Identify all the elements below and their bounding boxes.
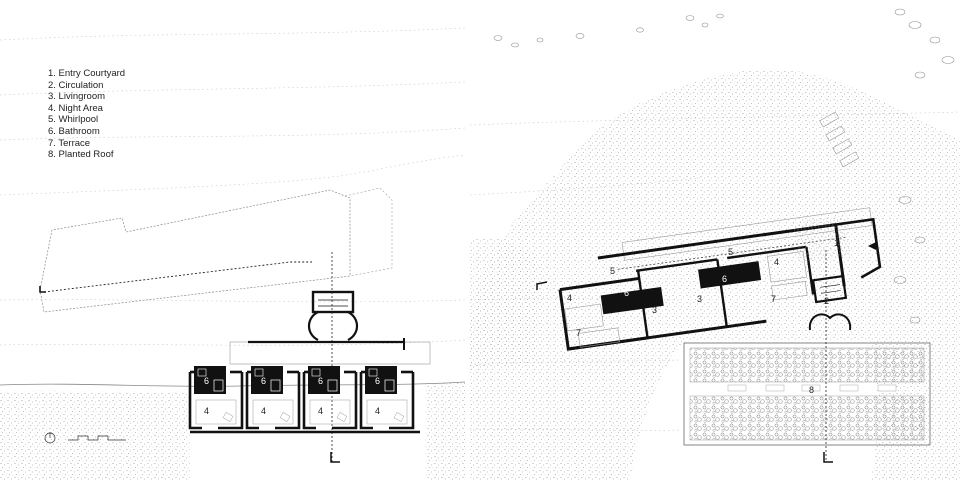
bathtub-icon	[384, 379, 395, 392]
legend-item: 1. Entry Courtyard	[48, 68, 126, 79]
label-livingroom-b: 3	[697, 294, 702, 304]
label-whirlpool-b: 5	[728, 247, 733, 257]
unit-3: 64	[302, 366, 358, 430]
legend-item: 5. Whirlpool	[48, 114, 99, 126]
unit-4: 64	[359, 366, 415, 430]
stair-path-icon	[819, 111, 860, 168]
label-night-area: 4	[318, 406, 323, 416]
label-circulation: 2	[824, 296, 829, 306]
planted-roof	[683, 342, 931, 446]
legend-item: 7. Terrace	[48, 137, 91, 149]
legend-item: 6. Bathroom	[48, 125, 100, 137]
unit-1: 64	[188, 366, 244, 430]
bathtub-icon	[213, 379, 224, 392]
left-contour-lines	[0, 27, 466, 346]
label-whirlpool-a: 5	[610, 266, 615, 276]
main-house	[558, 207, 882, 351]
legend-item: 4. Night Area	[48, 102, 103, 114]
label-entry-courtyard: 1	[834, 238, 839, 248]
label-night-area-a: 4	[567, 293, 572, 303]
left-vegetation-area	[0, 390, 190, 480]
room-legend: 1. Entry Courtyard 2. Circulation 3. Liv…	[48, 68, 125, 161]
label-night-area: 4	[204, 406, 209, 416]
bathtub-icon	[327, 379, 338, 392]
legend-item: 8. Planted Roof	[48, 149, 114, 161]
label-bathroom: 6	[375, 376, 380, 386]
label-night-area: 4	[261, 406, 266, 416]
label-bathroom-a: 6	[624, 288, 629, 298]
legend-item: 3. Livingroom	[48, 91, 106, 103]
label-bathroom: 6	[318, 376, 323, 386]
stones-icon	[493, 8, 955, 324]
unit-2: 64	[245, 366, 301, 430]
label-bathroom-b: 6	[722, 274, 727, 284]
entry-arrow-icon	[868, 242, 876, 250]
label-bathroom: 6	[204, 376, 209, 386]
label-livingroom-a: 3	[652, 305, 657, 315]
label-terrace-a: 7	[576, 328, 581, 338]
legend-item: 2. Circulation	[48, 79, 104, 91]
left-connector	[307, 290, 359, 341]
label-night-area: 4	[375, 406, 380, 416]
label-bathroom: 6	[261, 376, 266, 386]
label-night-area-b: 4	[774, 257, 779, 267]
label-planted-roof: 8	[809, 385, 814, 395]
bathtub-icon	[270, 379, 281, 392]
right-floor-plan: 1 2 3 3 4 4 5 5 6 6 7 7 8	[469, 8, 960, 480]
existing-building-outline	[39, 189, 351, 313]
scale-bar	[44, 432, 126, 444]
label-terrace-b: 7	[771, 294, 776, 304]
